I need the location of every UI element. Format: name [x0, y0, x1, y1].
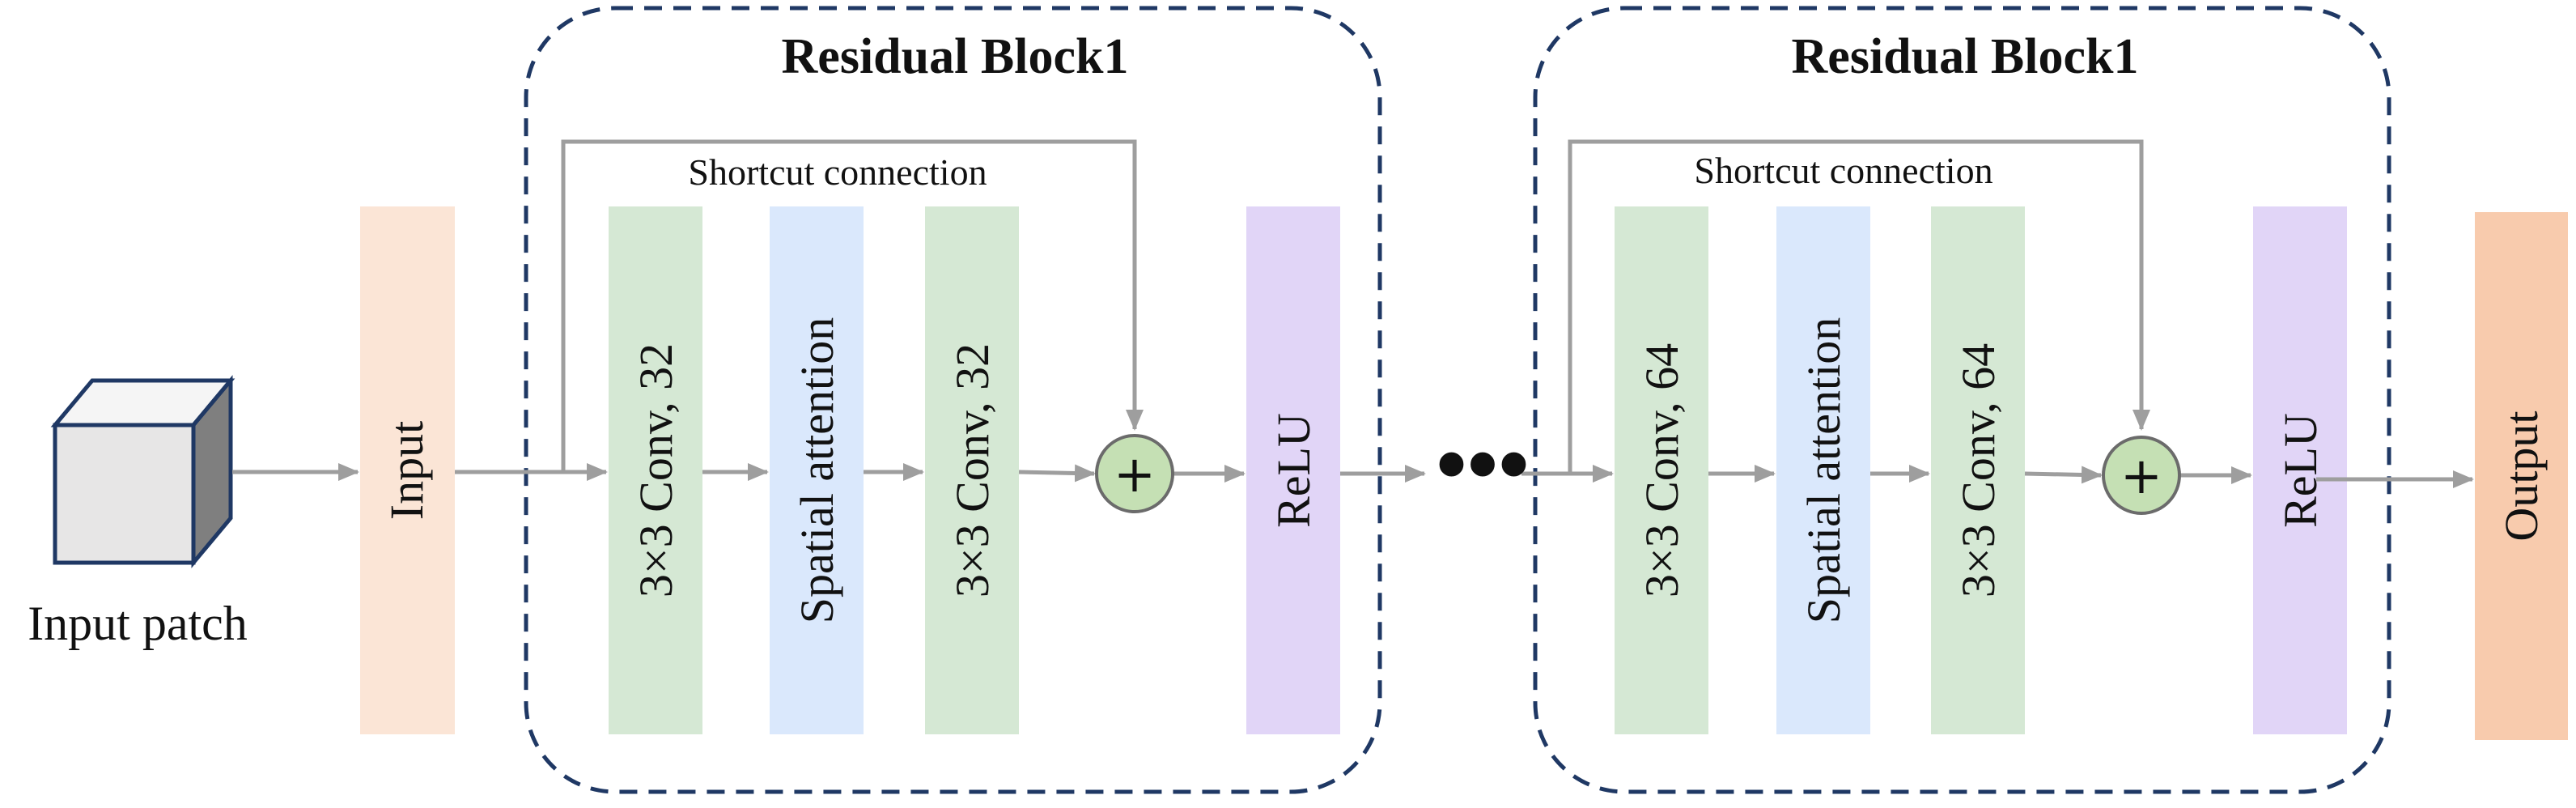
block2-conv2-box	[1931, 206, 2025, 734]
block2-conv1-label: 3×3 Conv, 64	[1636, 343, 1688, 597]
block2-shortcut-connection	[1568, 139, 2150, 472]
input-layer-label: Input	[380, 421, 433, 520]
block2-shortcut-label: Shortcut connection	[1694, 150, 1992, 191]
block2-attention-label: Spatial attention	[1797, 317, 1850, 624]
block2-attention-box	[1776, 206, 1870, 734]
block2-conv1-box	[1615, 206, 1708, 734]
block1-conv1-label: 3×3 Conv, 32	[630, 343, 682, 597]
block2-add-node: +	[2102, 436, 2181, 515]
residual-block-2-frame	[1533, 6, 2391, 794]
block1-shortcut-label: Shortcut connection	[688, 151, 987, 193]
block1-attention-label: Spatial attention	[791, 317, 843, 624]
arrow-b2-conv2-to-add	[2024, 466, 2103, 484]
residual-block-2-title: Residual Block1	[1792, 29, 2139, 84]
input-layer-box	[360, 206, 455, 734]
block2-conv2-label: 3×3 Conv, 64	[1952, 343, 2005, 597]
arrow-b1-conv2-to-add	[1018, 464, 1096, 483]
residual-block-1-frame	[524, 6, 1382, 794]
block2-relu-label: ReLU	[2274, 413, 2327, 528]
residual-block-1-title: Residual Block1	[782, 29, 1129, 84]
block1-conv1-box	[609, 206, 702, 734]
block2-add-symbol: +	[2120, 446, 2162, 505]
output-layer-label: Output	[2495, 410, 2548, 541]
block1-attention-box	[770, 206, 864, 734]
block1-relu-box	[1246, 206, 1340, 734]
block1-conv2-box	[925, 206, 1019, 734]
block1-conv2-label: 3×3 Conv, 32	[946, 343, 999, 597]
block1-add-symbol: +	[1114, 444, 1156, 504]
block2-relu-box	[2253, 206, 2347, 734]
block1-relu-label: ReLU	[1267, 413, 1320, 528]
block1-shortcut-connection	[561, 139, 1144, 472]
flow-arrows	[232, 463, 2474, 488]
input-patch-label: Input patch	[28, 597, 248, 650]
input-patch-cube-icon	[50, 375, 236, 568]
output-layer-box	[2475, 212, 2568, 740]
ellipsis: •••	[1436, 415, 1530, 513]
block1-add-node: +	[1095, 434, 1174, 513]
